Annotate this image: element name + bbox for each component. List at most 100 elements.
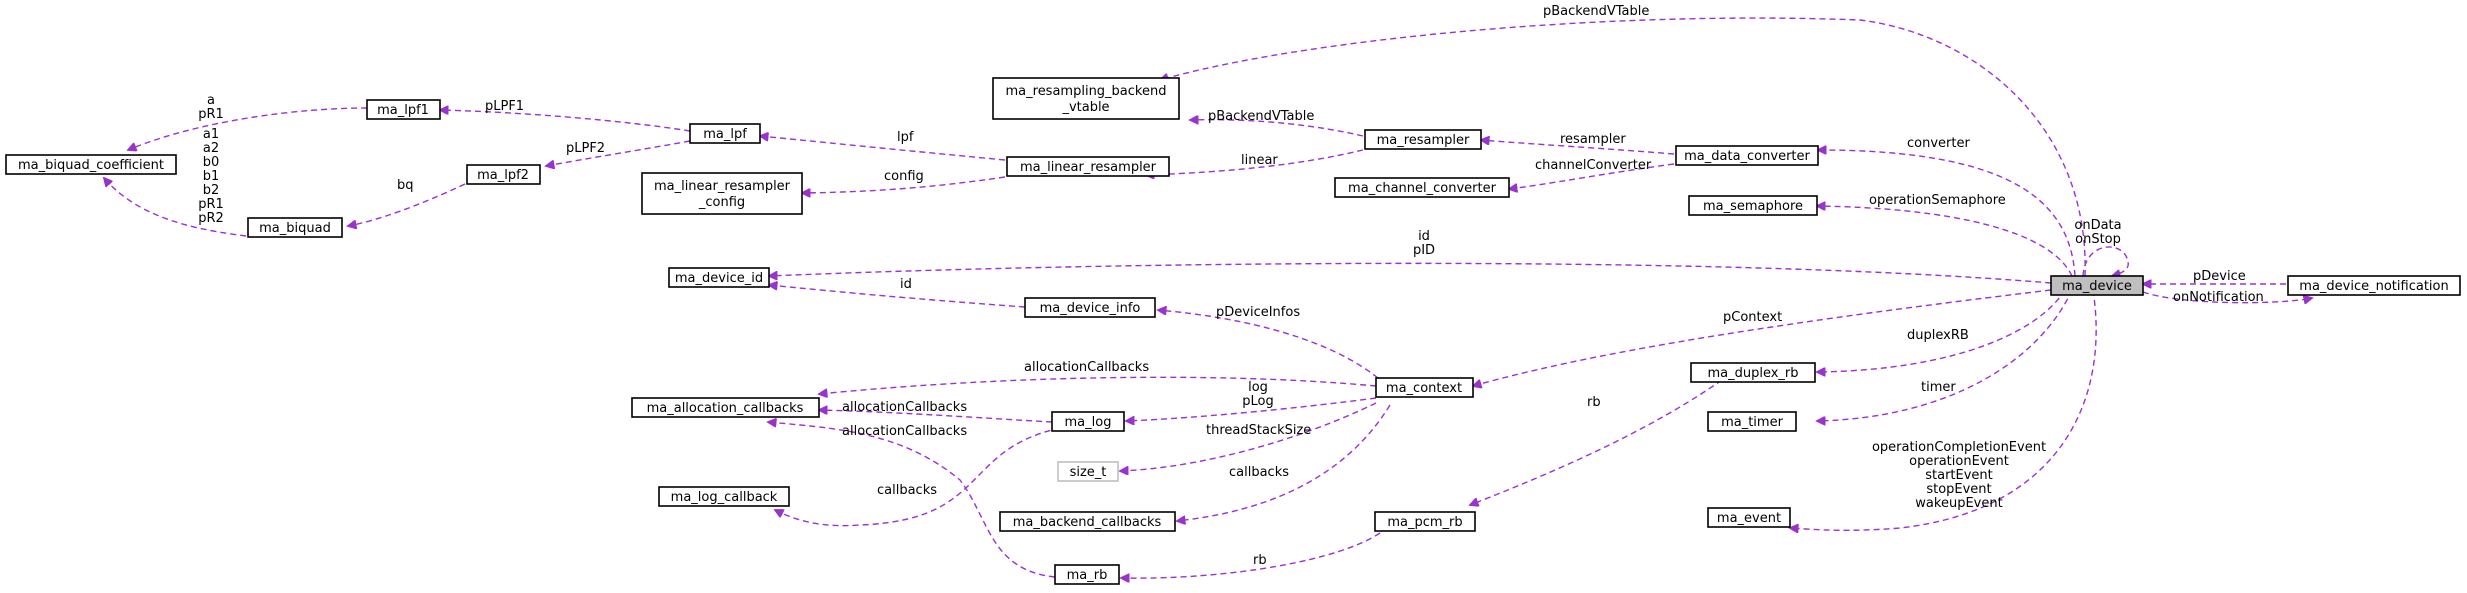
edge-coef-top — [128, 107, 368, 150]
label-allocationcallbacks-ctx: allocationCallbacks — [1024, 360, 1149, 375]
node-label: ma_linear_resampler — [1020, 160, 1157, 175]
label-event-operationcompletion: operationCompletionEvent — [1872, 440, 2046, 455]
label-linear: linear — [1241, 153, 1278, 168]
edge-channel-converter — [1509, 163, 1675, 189]
node-label: ma_backend_callbacks — [1013, 515, 1162, 530]
node-label: ma_device — [2062, 279, 2132, 294]
node-ma-data-converter[interactable]: ma_data_converter — [1675, 145, 1819, 166]
node-ma-context[interactable]: ma_context — [1375, 377, 1474, 398]
node-label: ma_lpf2 — [477, 168, 529, 183]
label-log: log — [1248, 380, 1268, 395]
edge-onnotification — [2142, 291, 2312, 303]
edge-labels: pBackendVTable pBackendVTable converter … — [198, 4, 2264, 568]
label-pdevice: pDevice — [2193, 269, 2246, 284]
node-label: ma_biquad_coefficient — [18, 158, 164, 173]
node-ma-log[interactable]: ma_log — [1051, 411, 1125, 432]
node-label: ma_resampler — [1377, 133, 1470, 148]
label-coef-a2: a2 — [203, 141, 219, 156]
label-coef-b1: b1 — [203, 169, 220, 184]
edge-id — [769, 285, 1026, 308]
node-ma-linear-resampler-config[interactable]: ma_linear_resampler _config — [641, 172, 803, 215]
edge-plpf1 — [440, 110, 691, 132]
edge-config — [802, 176, 1006, 193]
edge-events — [1790, 289, 2097, 530]
label-bq: bq — [397, 178, 414, 193]
label-duplexrb: duplexRB — [1907, 328, 1969, 343]
label-event-start: startEvent — [1925, 468, 1993, 483]
node-ma-device-id[interactable]: ma_device_id — [668, 267, 770, 288]
edge-pcontext — [1473, 289, 2052, 386]
node-label: ma_log — [1065, 415, 1112, 430]
node-ma-rb[interactable]: ma_rb — [1054, 564, 1120, 585]
node-ma-semaphore[interactable]: ma_semaphore — [1688, 195, 1818, 216]
label-coef-pr1-top: pR1 — [198, 107, 224, 122]
node-ma-lpf2[interactable]: ma_lpf2 — [466, 164, 541, 185]
label-coef-b2: b2 — [203, 183, 220, 198]
edge-log-plog — [1126, 397, 1377, 421]
edge-bq — [348, 183, 466, 226]
node-ma-event[interactable]: ma_event — [1707, 507, 1791, 528]
label-callbacks-backend: callbacks — [1229, 465, 1289, 480]
label-lpf: lpf — [897, 130, 914, 145]
node-label: _config — [698, 195, 745, 210]
label-threadstacksize: threadStackSize — [1206, 423, 1311, 438]
edge-timer — [1817, 289, 2073, 421]
edge-callbacks-backend — [1177, 404, 1391, 521]
node-label: ma_lpf1 — [377, 103, 429, 118]
node-label: ma_pcm_rb — [1387, 515, 1462, 530]
node-ma-device-info[interactable]: ma_device_info — [1024, 297, 1156, 318]
node-ma-channel-converter[interactable]: ma_channel_converter — [1334, 177, 1510, 198]
node-label: ma_resampling_backend — [1006, 84, 1167, 99]
label-converter: converter — [1907, 136, 1970, 151]
node-ma-resampling-backend-vtable[interactable]: ma_resampling_backend _vtable — [992, 77, 1180, 120]
edge-id-pid — [769, 262, 2052, 284]
node-ma-duplex-rb[interactable]: ma_duplex_rb — [1690, 362, 1816, 383]
node-label: ma_log_callback — [671, 490, 778, 505]
edge-linear — [1146, 149, 1364, 175]
node-label: ma_device_info — [1040, 301, 1141, 316]
label-plog: pLog — [1242, 394, 1273, 409]
edge-ondata-onstop — [2082, 246, 2129, 276]
edge-resampler — [1481, 140, 1675, 155]
node-ma-linear-resampler[interactable]: ma_linear_resampler — [1006, 156, 1170, 177]
node-label: ma_allocation_callbacks — [647, 401, 804, 416]
label-plpf1: pLPF1 — [485, 99, 524, 114]
node-label: ma_semaphore — [1703, 199, 1803, 214]
node-ma-resampler[interactable]: ma_resampler — [1364, 129, 1482, 150]
node-ma-biquad[interactable]: ma_biquad — [247, 217, 343, 238]
label-coef-pr2: pR2 — [198, 211, 224, 226]
label-ondata: onData — [2074, 218, 2121, 233]
label-rb-pcm: rb — [1587, 395, 1601, 410]
node-size-t[interactable]: size_t — [1057, 461, 1119, 482]
edge-pdeviceinfos — [1158, 310, 1379, 379]
label-pbackendvtable-top: pBackendVTable — [1543, 4, 1649, 19]
label-pbackendvtable-resampler: pBackendVTable — [1208, 109, 1314, 124]
edge-rb-ma-rb — [1121, 532, 1381, 578]
label-allocationcallbacks-rb: allocationCallbacks — [842, 424, 967, 439]
node-ma-lpf[interactable]: ma_lpf — [689, 123, 761, 144]
node-ma-lpf1[interactable]: ma_lpf1 — [366, 99, 441, 120]
node-ma-device-notification[interactable]: ma_device_notification — [2287, 275, 2461, 296]
node-ma-device[interactable]: ma_device — [2050, 275, 2144, 296]
nodes: ma_device ma_device_notification ma_resa… — [5, 77, 2461, 585]
label-coef-pr1: pR1 — [198, 197, 224, 212]
node-ma-timer[interactable]: ma_timer — [1707, 411, 1797, 432]
node-ma-log-callback[interactable]: ma_log_callback — [658, 486, 790, 507]
label-pid: pID — [1413, 243, 1435, 258]
node-ma-allocation-callbacks[interactable]: ma_allocation_callbacks — [631, 397, 820, 418]
node-ma-pcm-rb[interactable]: ma_pcm_rb — [1374, 511, 1476, 532]
edge-operation-semaphore — [1817, 206, 2073, 277]
node-ma-biquad-coefficient[interactable]: ma_biquad_coefficient — [5, 154, 177, 175]
edge-callbacks-log — [775, 427, 1061, 527]
edge-threadstacksize — [1120, 402, 1377, 471]
edge-coef-bottom — [104, 178, 247, 237]
edge-allocationcallbacks-rb — [768, 422, 1056, 578]
node-ma-backend-callbacks[interactable]: ma_backend_callbacks — [999, 511, 1176, 532]
label-onstop: onStop — [2075, 232, 2121, 247]
node-label: ma_device_id — [675, 271, 763, 286]
node-label: _vtable — [1061, 100, 1109, 115]
node-label: ma_biquad — [259, 221, 331, 236]
label-rb-ma-rb: rb — [1253, 553, 1267, 568]
node-label: ma_device_notification — [2299, 279, 2448, 294]
